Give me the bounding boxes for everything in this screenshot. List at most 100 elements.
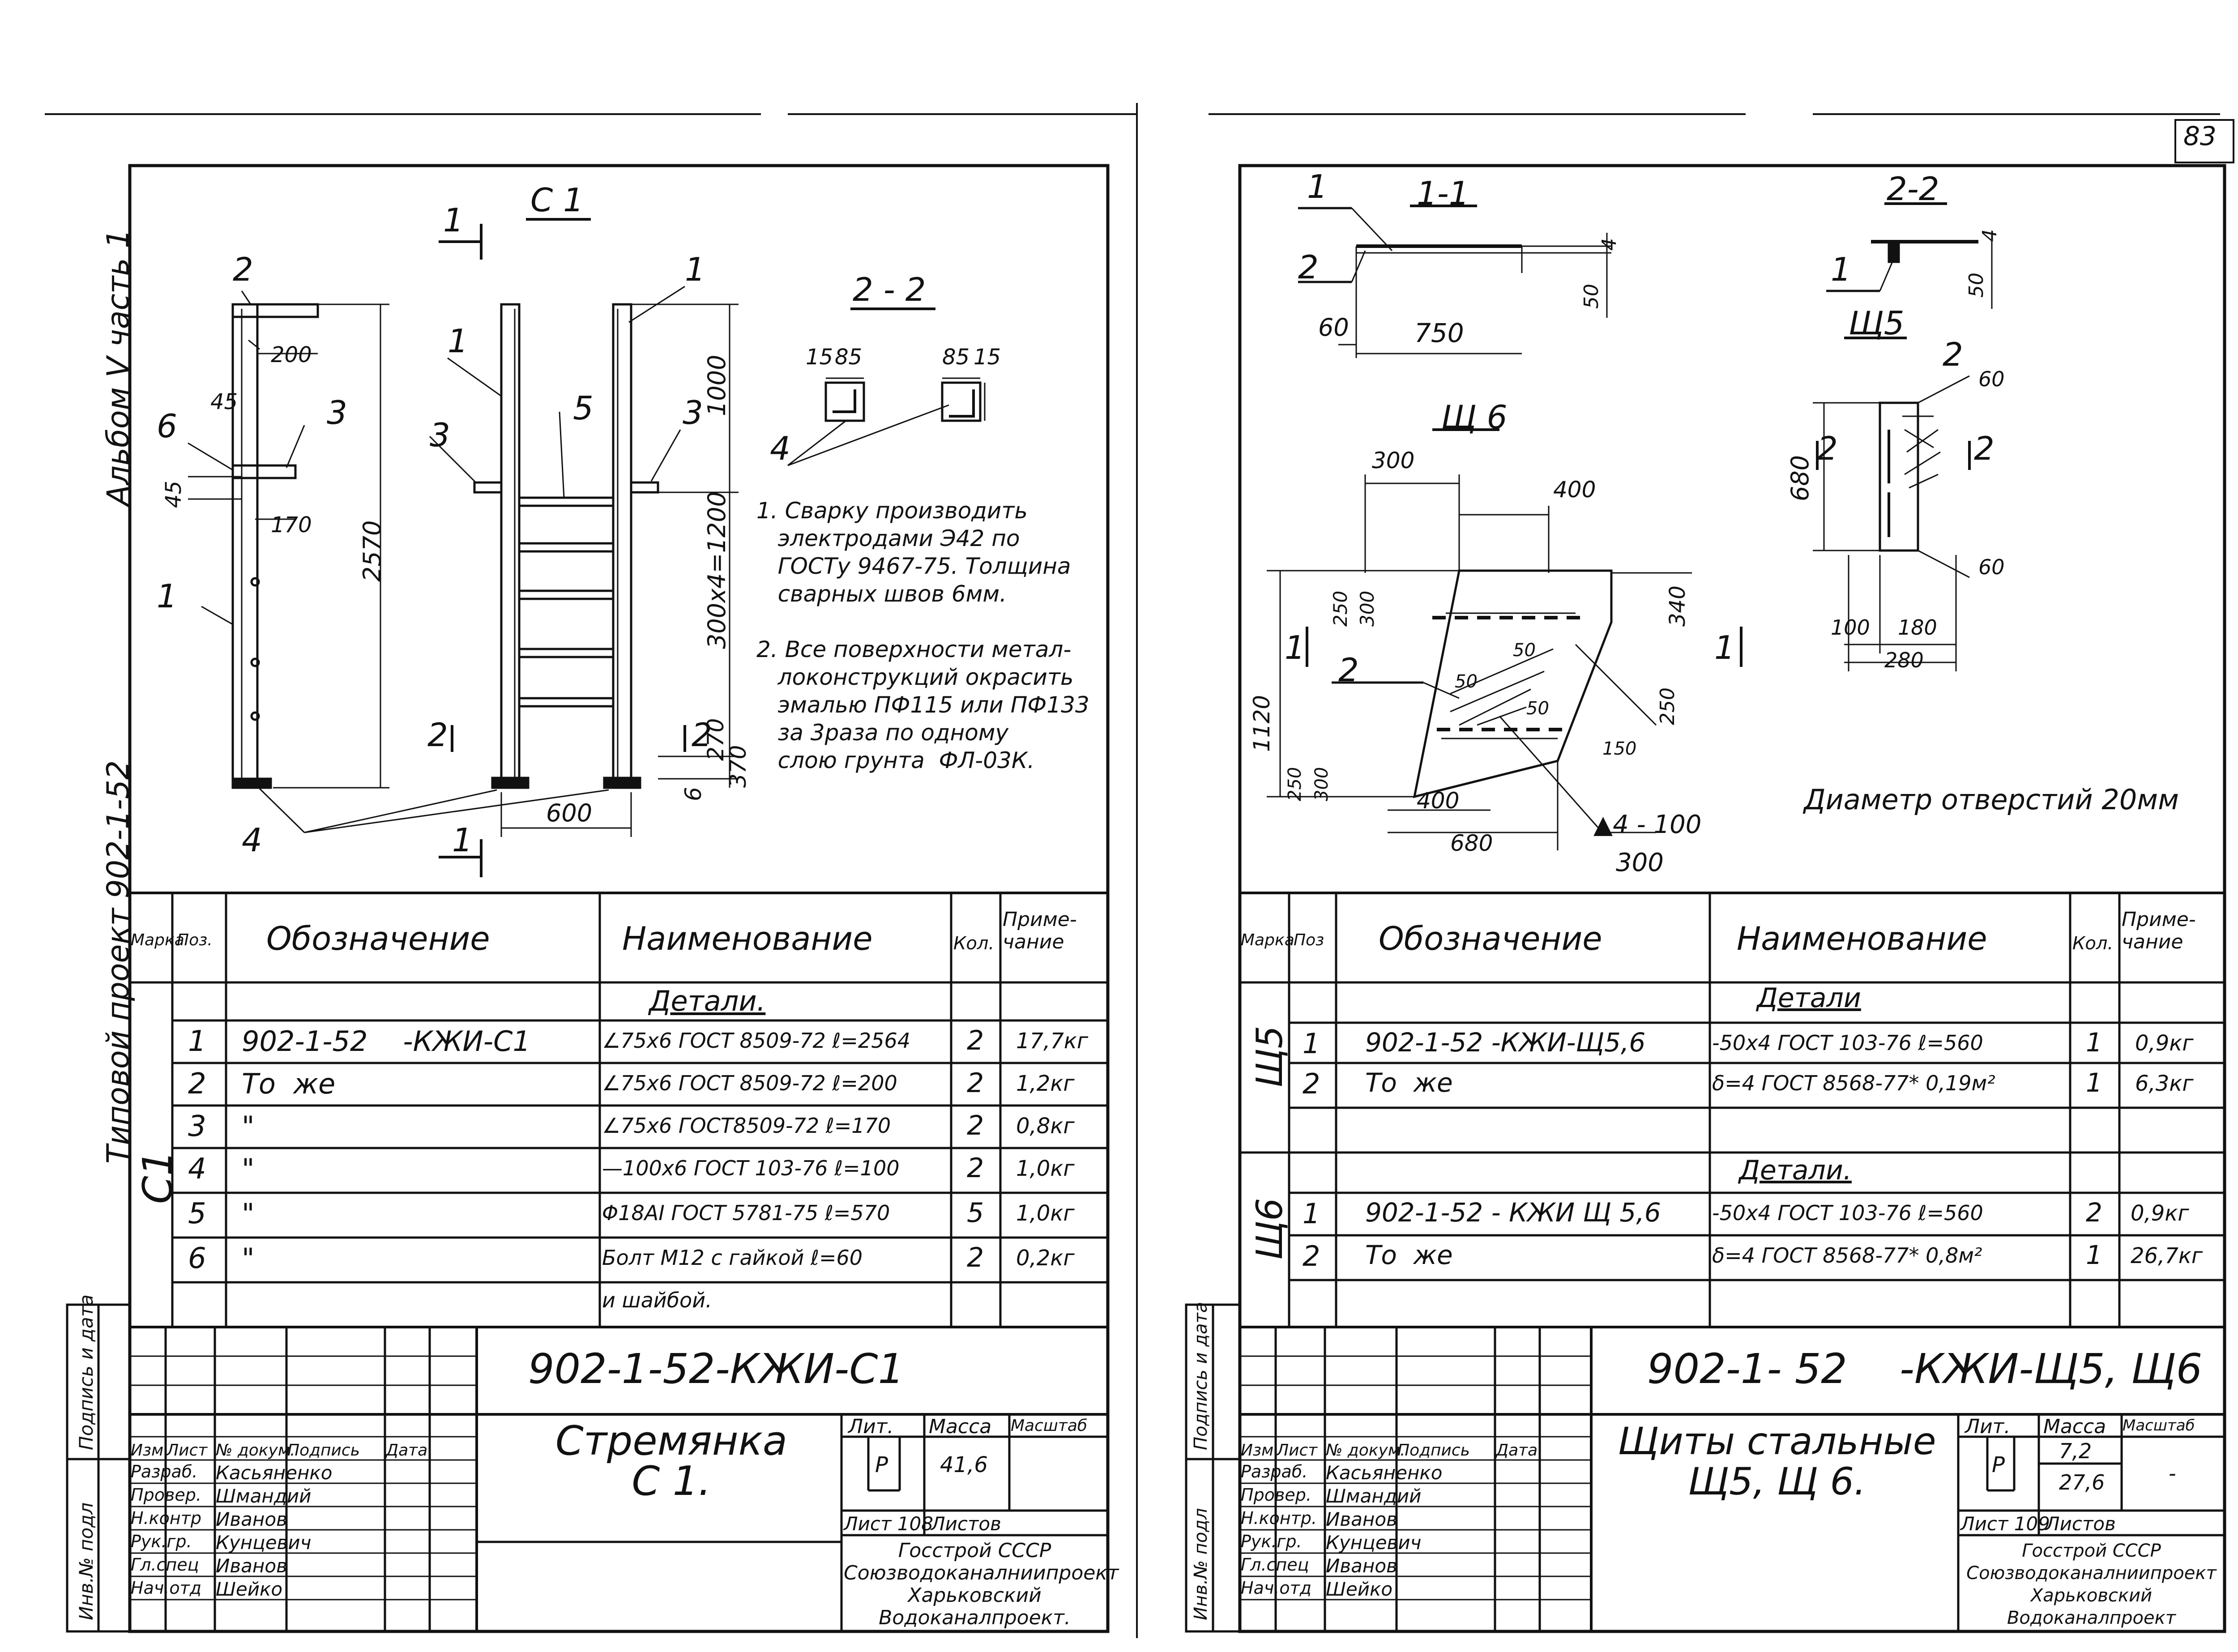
spec-r1-designation: То же: [1365, 1067, 1453, 1098]
spec-row-qty: 2: [967, 1067, 984, 1099]
stamp-scale-right: -: [2169, 1461, 2176, 1486]
dim-45a: 45: [210, 389, 238, 414]
stamp-person: Иванов: [216, 1508, 287, 1530]
stamp-role: Провер.: [131, 1485, 201, 1505]
spec-r2-note: 0,9кг: [2131, 1201, 2189, 1226]
stamp-col-header: Изм: [1241, 1441, 1274, 1460]
stamp-sheet-left: Лист 108: [844, 1513, 933, 1535]
dim-r-250b: 250: [1656, 687, 1679, 725]
stamp-lit-right: Р: [1992, 1452, 2005, 1477]
stamp-col-header: Дата: [386, 1441, 428, 1460]
stamp-col-header: Подпись: [1397, 1441, 1470, 1460]
stamp-org-left: Госстрой СССР Союзводоканалниипроект Хар…: [844, 1539, 1119, 1629]
dim-1000: 1000: [703, 354, 731, 416]
shield-sh5-title: Щ5: [1849, 304, 1905, 342]
stamp-col-header: Лист: [167, 1441, 208, 1460]
dim-r-100: 100: [1831, 615, 1870, 640]
hdr-name: Наименование: [622, 920, 873, 957]
pos-label-2: 2: [233, 251, 253, 288]
project-title: Типовой проект 902-1-52: [101, 760, 136, 1164]
dim-600: 600: [546, 799, 593, 827]
dim-r-4a: 4: [1598, 238, 1621, 251]
weld-note-2: 300: [1616, 848, 1664, 877]
pos-label-r2b: 2: [1943, 336, 1963, 373]
spec-row-name: Φ18АI ГОСТ 5781-75 ℓ=570: [602, 1201, 890, 1225]
section-label-2-left: 2: [427, 716, 448, 754]
stamp-role: Провер.: [1241, 1485, 1311, 1505]
stamp-person: Шейко: [1326, 1578, 1393, 1600]
stamp-role: Рук.гр.: [131, 1532, 192, 1551]
dim-r-400b: 400: [1417, 788, 1460, 814]
cut-mark-top: 1: [443, 201, 464, 239]
dim-r-150: 150: [1602, 738, 1637, 759]
spec-row-name: ∠75x6 ГОСТ 8509-72 ℓ=2564: [602, 1029, 910, 1053]
spec-row-designation: 902-1-52 -КЖИ-С1: [242, 1025, 530, 1058]
hdr-designation: Обозначение: [266, 920, 490, 957]
stamp-person: Иванов: [1326, 1508, 1397, 1530]
hdr-mark: Марка: [131, 931, 184, 949]
pos-label-4b: 4: [770, 430, 790, 467]
dim-170: 170: [271, 512, 312, 538]
spec-r2-name: -50x4 ГОСТ 103-76 ℓ=560: [1712, 1201, 1983, 1225]
stamp-lit-left: Р: [875, 1452, 888, 1477]
stamp-role: Разраб.: [131, 1462, 198, 1481]
stamp-mass-label-right: Масса: [2043, 1415, 2106, 1438]
spec-r2-qty: 2: [2086, 1197, 2102, 1228]
spec-row-pos: 2: [188, 1067, 206, 1101]
side-cell-sign-right: Подпись и дата: [1191, 1302, 1211, 1450]
hdr-r-pos: Поз: [1294, 931, 1324, 949]
spec-row-name: —100x6 ГОСТ 103-76 ℓ=100: [602, 1156, 900, 1180]
stamp-title-right: Щиты стальные Щ5, Щ 6.: [1618, 1419, 1936, 1503]
spec-row-name: и шайбой.: [602, 1288, 712, 1312]
spec-row-pos: 1: [188, 1025, 206, 1058]
dim-r-680b: 680: [1450, 830, 1493, 856]
stamp-person: Кунцевич: [1326, 1532, 1422, 1554]
section-title-1-1: 1-1: [1417, 175, 1469, 212]
stamp-lit-label-right: Лит.: [1965, 1415, 2011, 1438]
dim-85a: 85: [835, 345, 863, 370]
spec-r1-note: 0,9кг: [2135, 1031, 2194, 1056]
dim-r-250c: 250: [1285, 767, 1305, 801]
spec-row-pos: 6: [188, 1242, 206, 1275]
stamp-code-right: 902-1- 52 -КЖИ-Щ5, Щ6: [1647, 1345, 2203, 1393]
stamp-person: Касьяненко: [216, 1462, 333, 1484]
spec-r1-note: 6,3кг: [2135, 1071, 2194, 1096]
section-label-2-right: 2: [692, 716, 712, 754]
stamp-code-left: 902-1-52-КЖИ-С1: [528, 1345, 904, 1393]
dim-r-60a: 60: [1318, 313, 1349, 341]
dim-r-50a: 50: [1580, 284, 1603, 309]
stamp-person: Иванов: [1326, 1555, 1397, 1577]
stamp-sheets-right: Листов: [2046, 1513, 2116, 1535]
spec-r2-designation: 902-1-52 - КЖИ Щ 5,6: [1365, 1197, 1661, 1228]
welding-notes: 1. Сварку производить электродами Э42 по…: [756, 498, 1089, 773]
spec-row-pos: 4: [188, 1153, 206, 1186]
dim-r-50b: 50: [1965, 273, 1988, 298]
dim-6: 6: [680, 787, 706, 801]
spec-row-qty: 2: [967, 1153, 984, 1184]
dim-r-1120: 1120: [1249, 695, 1275, 752]
section-mark-1-right: 1: [1714, 629, 1735, 666]
dim-370: 370: [725, 745, 751, 788]
stamp-person: Шейко: [216, 1578, 283, 1600]
stamp-title-left: Стремянка С 1.: [555, 1417, 788, 1505]
hdr-r-note: Приме- чание: [2122, 908, 2196, 953]
dim-r-60b: 60: [1978, 367, 2005, 391]
stamp-person: Шмандий: [1326, 1485, 1422, 1507]
section-mark-1-left: 1: [1285, 629, 1305, 666]
spec-r1-name: δ=4 ГОСТ 8568-77* 0,19м²: [1712, 1071, 1995, 1095]
spec-row-note: 1,2кг: [1016, 1071, 1075, 1096]
spec-row-designation: ": [242, 1110, 255, 1143]
spec-r1-designation: 902-1-52 -КЖИ-Щ5,6: [1365, 1027, 1646, 1058]
spec-row-note: 0,2кг: [1016, 1246, 1075, 1271]
stamp-person: Иванов: [216, 1555, 287, 1577]
side-cell-sign-left: Подпись и дата: [75, 1294, 97, 1450]
stamp-role: Гл.спец: [131, 1555, 199, 1575]
stamp-col-header: Изм: [131, 1441, 164, 1460]
dim-300x4: 300x4=1200: [703, 491, 731, 649]
spec-r2-note: 26,7кг: [2131, 1243, 2203, 1268]
stamp-role: Нач.отд: [1241, 1578, 1312, 1598]
stamp-person: Кунцевич: [216, 1532, 312, 1554]
dim-r-60c: 60: [1978, 555, 2005, 579]
hdr-r-name: Наименование: [1737, 920, 1987, 957]
hdr-r-designation: Обозначение: [1379, 920, 1602, 957]
